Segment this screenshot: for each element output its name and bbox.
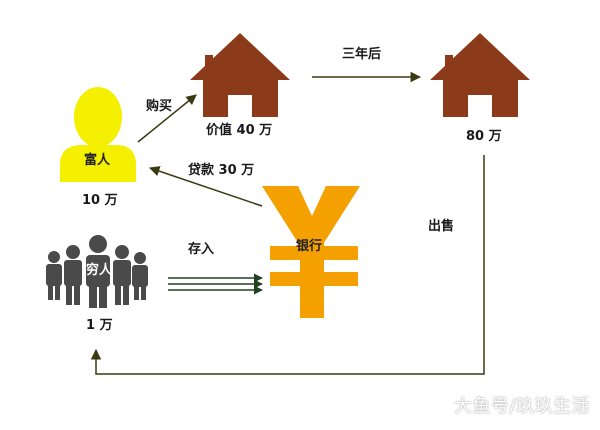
bank-label: 银行 <box>296 239 323 254</box>
yuan-symbol-icon <box>262 186 360 318</box>
house-icon-current <box>190 33 290 117</box>
sell-arrow <box>90 155 485 375</box>
sell-label: 出售 <box>428 219 455 234</box>
poor-amount-label: 1 万 <box>86 318 113 333</box>
three-years-later-label: 三年后 <box>342 47 382 62</box>
loan-label: 贷款 30 万 <box>188 163 255 178</box>
buy-arrow <box>137 94 197 143</box>
house-future-value-label: 80 万 <box>466 129 502 144</box>
house-value-label: 价值 40 万 <box>206 123 273 138</box>
buy-label: 购买 <box>146 99 173 114</box>
rich-person-label: 富人 <box>84 153 111 168</box>
poor-person-label: 穷人 <box>86 263 113 278</box>
house-icon-future <box>430 33 530 117</box>
deposit-label: 存入 <box>188 242 215 257</box>
watermark-text: 大鱼号/玖玖生活 <box>453 396 590 417</box>
rich-amount-label: 10 万 <box>82 193 118 208</box>
rich-person-icon <box>60 87 136 182</box>
loan-arrow <box>149 166 263 207</box>
crowd-icon <box>46 235 148 308</box>
